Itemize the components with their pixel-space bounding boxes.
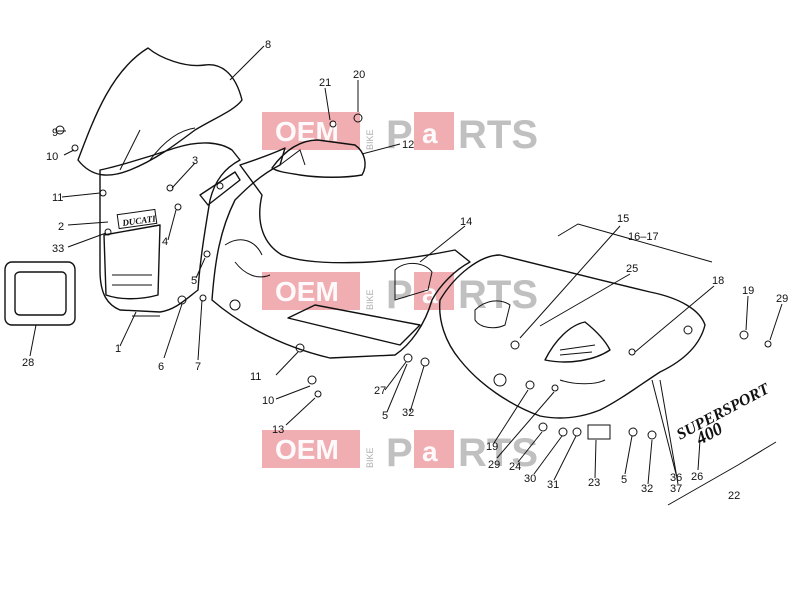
callout-12: 12 <box>402 139 414 151</box>
callout-29b: 29 <box>488 459 500 471</box>
callout-5a: 5 <box>191 275 197 287</box>
callout-36: 36 <box>670 472 682 484</box>
callout-13: 13 <box>272 424 284 436</box>
mounting-bracket <box>199 171 241 206</box>
watermark-oem: OEM <box>275 434 339 465</box>
side-fairing-panel <box>211 147 471 359</box>
hardware <box>55 113 772 440</box>
callout-24: 24 <box>509 461 521 473</box>
callout-2: 2 <box>58 221 64 233</box>
callout-10a: 10 <box>46 151 58 163</box>
ducati-decal: DUCATI <box>121 213 157 228</box>
watermark-p: P <box>386 273 413 317</box>
callout-32b: 32 <box>641 483 653 495</box>
watermark-p: P <box>386 113 413 157</box>
callout-37: 37 <box>670 483 682 495</box>
watermark-middle: OEM BIKE P a RTS <box>262 272 538 317</box>
callout-5c: 5 <box>621 474 627 486</box>
callout-33: 33 <box>52 243 64 255</box>
watermark-rts: RTS <box>458 273 538 317</box>
callout-30: 30 <box>524 473 536 485</box>
callout-29a: 29 <box>776 293 788 305</box>
callout-4: 4 <box>162 236 168 248</box>
watermark-top: OEM BIKE P a RTS <box>262 112 538 157</box>
callout-8: 8 <box>265 39 271 51</box>
upper-fairing-front: DUCATI <box>99 142 241 317</box>
callout-21: 21 <box>319 77 331 89</box>
callout-15: 15 <box>617 213 629 225</box>
callout-27: 27 <box>374 385 386 397</box>
callout-25: 25 <box>626 263 638 275</box>
watermark-oem: OEM <box>275 116 339 147</box>
lower-fairing <box>438 254 706 419</box>
watermark-bottom: OEM BIKE P a RTS <box>262 430 538 475</box>
callout-32a: 32 <box>402 407 414 419</box>
callouts: 1 2 3 4 5 6 7 8 9 10 11 33 28 21 20 12 1… <box>22 39 788 502</box>
watermark-bike: BIKE <box>365 289 375 310</box>
callout-1: 1 <box>115 343 121 355</box>
group-brackets <box>557 223 777 506</box>
callout-10b: 10 <box>262 395 274 407</box>
callout-23: 23 <box>588 477 600 489</box>
callout-18: 18 <box>712 275 724 287</box>
callout-19a: 19 <box>742 285 754 297</box>
callout-6: 6 <box>158 361 164 373</box>
watermark-rts: RTS <box>458 113 538 157</box>
watermark-oem: OEM <box>275 276 339 307</box>
callout-16-17: 16–17 <box>628 231 659 243</box>
callout-3: 3 <box>192 155 198 167</box>
callout-28: 28 <box>22 357 34 369</box>
leader-lines <box>29 45 783 485</box>
headlight-lens <box>4 261 76 326</box>
windscreen <box>77 47 243 176</box>
watermark-a: a <box>422 436 438 467</box>
callout-5b: 5 <box>382 410 388 422</box>
callout-14: 14 <box>460 216 472 228</box>
supersport-decal: SUPERSPORT 400 <box>674 380 773 449</box>
callout-26: 26 <box>691 471 703 483</box>
callout-9: 9 <box>52 127 58 139</box>
callout-22: 22 <box>728 490 740 502</box>
watermark-a: a <box>422 278 438 309</box>
callout-20: 20 <box>353 69 365 81</box>
watermark-bike: BIKE <box>365 129 375 150</box>
callout-11a: 11 <box>52 192 63 204</box>
callout-19b: 19 <box>486 441 498 453</box>
watermark-p: P <box>386 431 413 475</box>
callout-7: 7 <box>195 361 201 373</box>
rear-view-mirror <box>271 139 366 178</box>
watermark-bike: BIKE <box>365 447 375 468</box>
watermark-a: a <box>422 118 438 149</box>
callout-31: 31 <box>547 479 559 491</box>
callout-11b: 11 <box>250 371 261 383</box>
